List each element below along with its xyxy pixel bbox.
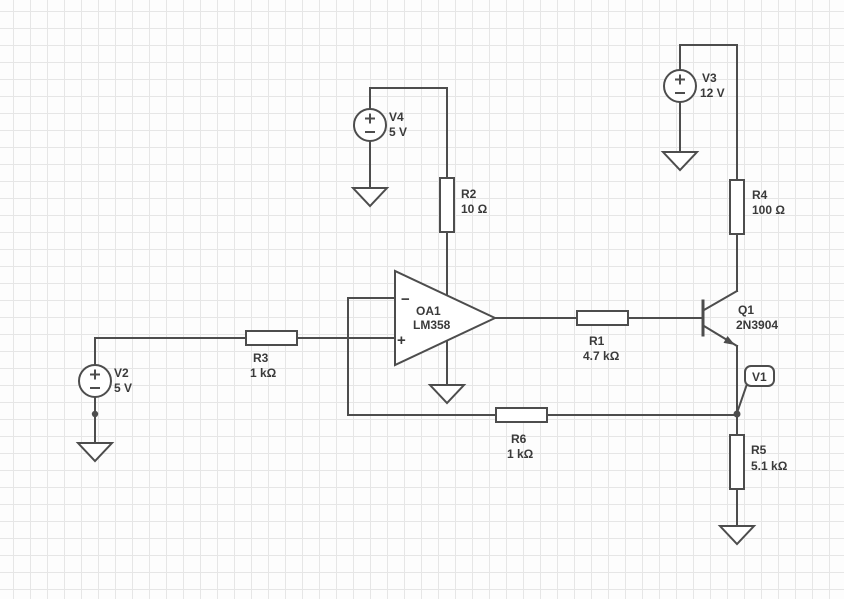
resistor-r4[interactable]: R4 100 Ω <box>729 179 785 235</box>
component-value-label: 12 V <box>700 86 725 100</box>
component-name-label: R6 <box>511 432 527 446</box>
component-name-label: R3 <box>253 351 269 365</box>
component-value-label: 5 V <box>389 125 407 139</box>
plus-sign-icon <box>90 369 100 380</box>
ground-icon <box>717 525 757 546</box>
ground-symbol-v2[interactable] <box>75 442 115 463</box>
resistor-body <box>495 407 548 423</box>
node-name-label: V1 <box>752 370 767 384</box>
component-name-label: R2 <box>461 187 477 201</box>
resistor-r1[interactable]: R1 4.7 kΩ <box>576 310 629 363</box>
component-value-label: 10 Ω <box>461 202 488 216</box>
resistor-body <box>729 434 745 490</box>
ground-symbol-v4[interactable] <box>350 187 390 208</box>
component-name-label: R5 <box>751 443 767 457</box>
flag-body <box>744 365 775 387</box>
flag-leader-line <box>736 382 749 412</box>
component-value-label: 1 kΩ <box>250 366 277 380</box>
resistor-r3[interactable]: R3 1 kΩ <box>245 330 298 380</box>
source-body <box>663 69 697 103</box>
node-flag-v1[interactable]: V1 <box>736 365 775 412</box>
junction-dot <box>91 410 99 418</box>
resistor-r2[interactable]: R2 10 Ω <box>439 177 488 233</box>
collector-lead <box>702 289 739 312</box>
component-name-label: V4 <box>389 110 404 124</box>
junction-dot <box>733 410 741 418</box>
resistor-body <box>245 330 298 346</box>
plus-sign-icon <box>675 74 685 85</box>
source-body <box>78 364 112 398</box>
component-name-label: R1 <box>589 334 605 348</box>
wire-v2-to-r3[interactable] <box>94 337 247 366</box>
component-name-label: V3 <box>702 71 717 85</box>
component-value-label: LM358 <box>413 318 451 332</box>
wires-layer <box>94 44 738 527</box>
resistor-body <box>729 179 745 235</box>
wire-v4-to-r2[interactable] <box>369 87 448 179</box>
ground-symbol-r5[interactable] <box>717 525 757 546</box>
ground-icon <box>75 442 115 463</box>
noninverting-input-sign: + <box>397 332 406 349</box>
resistor-body <box>576 310 629 326</box>
ground-symbol-opamp[interactable] <box>427 384 467 405</box>
wire-v3-to-r4[interactable] <box>679 44 738 181</box>
opamp-body <box>394 269 498 367</box>
resistor-body <box>439 177 455 233</box>
resistor-r5[interactable]: R5 5.1 kΩ <box>729 434 788 490</box>
component-name-label: OA1 <box>416 304 441 318</box>
ground-symbol-v3[interactable] <box>660 151 700 172</box>
component-value-label: 5 V <box>114 381 132 395</box>
opamp-oa1[interactable]: − + OA1 LM358 <box>394 269 498 367</box>
ground-icon <box>660 151 700 172</box>
voltage-source-v3[interactable]: V3 12 V <box>663 69 725 103</box>
component-value-label: 4.7 kΩ <box>583 349 620 363</box>
component-value-label: 100 Ω <box>752 203 785 217</box>
component-name-label: R4 <box>752 188 768 202</box>
component-value-label: 2N3904 <box>736 318 778 332</box>
component-value-label: 1 kΩ <box>507 447 534 461</box>
component-value-label: 5.1 kΩ <box>751 459 788 473</box>
voltage-source-v4[interactable]: V4 5 V <box>353 108 407 142</box>
transistor-q1[interactable]: Q1 2N3904 <box>701 289 778 348</box>
component-name-label: V2 <box>114 366 129 380</box>
voltage-source-v2[interactable]: V2 5 V <box>78 364 132 398</box>
source-body <box>353 108 387 142</box>
emitter-arrow-icon <box>723 336 735 345</box>
ground-icon <box>427 384 467 405</box>
resistor-r6[interactable]: R6 1 kΩ <box>495 407 548 461</box>
component-name-label: Q1 <box>738 303 754 317</box>
ground-icon <box>350 187 390 208</box>
plus-sign-icon <box>365 113 375 124</box>
inverting-input-sign: − <box>401 291 410 308</box>
